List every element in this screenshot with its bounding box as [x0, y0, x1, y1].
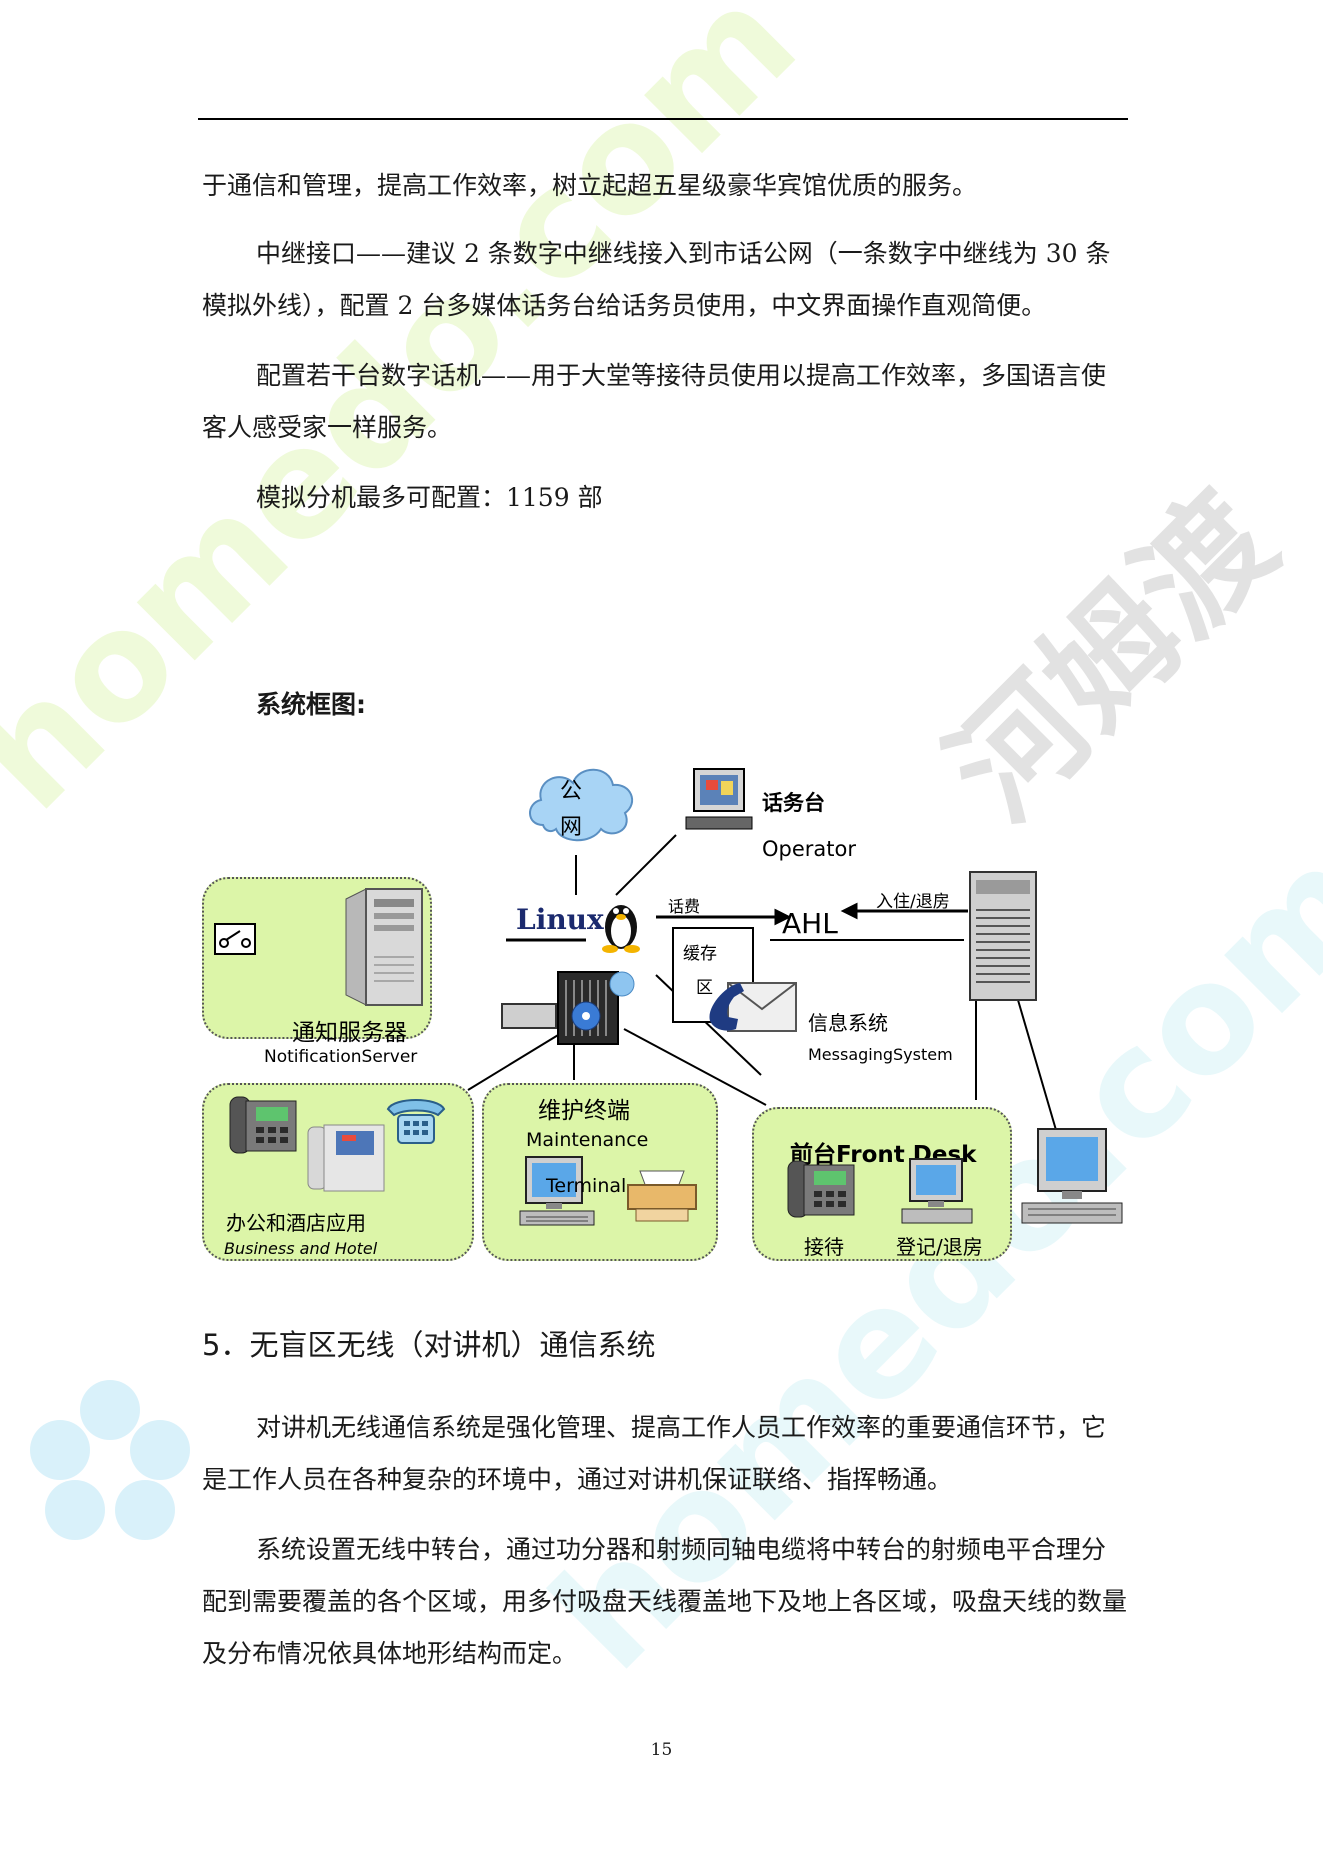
ahl-label: AHL [782, 907, 838, 940]
header-rule [198, 118, 1128, 120]
front-desk-phone-icon [787, 1160, 855, 1218]
section-heading: 5．无盲区无线（对讲机）通信系统 [202, 1328, 656, 1362]
notification-label-cn: 通知服务器 [292, 1020, 407, 1046]
notification-label-en: NotificationServer [264, 1047, 418, 1067]
paragraph-2: 中继接口——建议 2 条数字中继线接入到市话公网（一条数字中继线为 30 条模拟… [202, 239, 1111, 320]
business-label-en: Business and Hotel [224, 1239, 378, 1258]
front-desk-computer-icon [901, 1158, 973, 1224]
cloud-label-2: 网 [560, 815, 583, 840]
diagram-connectors [244, 834, 1057, 1131]
paragraph-3: 配置若干台数字话机——用于大堂等接待员使用以提高工作效率，多国语言使客人感受家一… [202, 361, 1107, 442]
multimedia-phone-icon [307, 1124, 385, 1192]
linux-penguin-icon [602, 905, 640, 953]
switch-icon [214, 923, 256, 955]
billing-label: 话费 [668, 897, 701, 916]
messaging-label-cn: 信息系统 [808, 1011, 888, 1035]
desk-phone-icon [229, 1096, 297, 1154]
notification-server-icon [345, 888, 423, 1006]
watermark-flower-icon [30, 1380, 190, 1540]
paragraph-1: 于通信和管理，提高工作效率，树立起超五星级豪华宾馆优质的服务。 [202, 171, 978, 200]
paragraph-6: 系统设置无线中转台，通过功分器和射频同轴电缆将中转台的射频电平合理分配到需要覆盖… [202, 1535, 1128, 1668]
page-number: 15 [650, 1740, 673, 1760]
operator-label-en: Operator [762, 837, 856, 861]
cache-label-1: 缓存 [683, 944, 717, 964]
reception-label: 接待 [804, 1235, 844, 1259]
messaging-label-en: MessagingSystem [808, 1045, 953, 1064]
standalone-computer-icon [1021, 1128, 1123, 1224]
maintenance-terminal-panel [482, 1083, 718, 1261]
figure-caption: 系统框图: [256, 690, 366, 719]
linux-label: Linux [516, 903, 604, 936]
operator-label-cn: 话务台 [762, 791, 825, 815]
pbx-switch-icon [501, 971, 635, 1045]
printer-icon [627, 1170, 697, 1222]
system-block-diagram: 公 网 话务台 Operator Linux 话费 AHL 入住/退房 缓存 区 [196, 745, 1136, 1275]
checkin-label: 入住/退房 [876, 892, 950, 912]
maintenance-label-en-1: Maintenance [526, 1129, 649, 1151]
paragraph-4: 模拟分机最多可配置：1159 部 [256, 483, 603, 512]
cloud-label-1: 公 [560, 779, 583, 804]
messaging-phone-envelope-icon [709, 982, 797, 1032]
cache-label-2: 区 [696, 978, 713, 998]
cordless-phone-icon [386, 1099, 446, 1144]
hotel-server-icon [969, 871, 1037, 1001]
cloud-icon [529, 768, 634, 842]
register-label: 登记/退房 [896, 1235, 983, 1259]
business-label-cn: 办公和酒店应用 [226, 1211, 366, 1235]
maintenance-label-cn: 维护终端 [538, 1098, 630, 1124]
maintenance-computer-icon [519, 1156, 595, 1226]
maintenance-label-en-2: Terminal [546, 1175, 627, 1197]
paragraph-5: 对讲机无线通信系统是强化管理、提高工作人员工作效率的重要通信环节，它是工作人员在… [202, 1413, 1107, 1494]
operator-computer-icon [685, 768, 753, 830]
